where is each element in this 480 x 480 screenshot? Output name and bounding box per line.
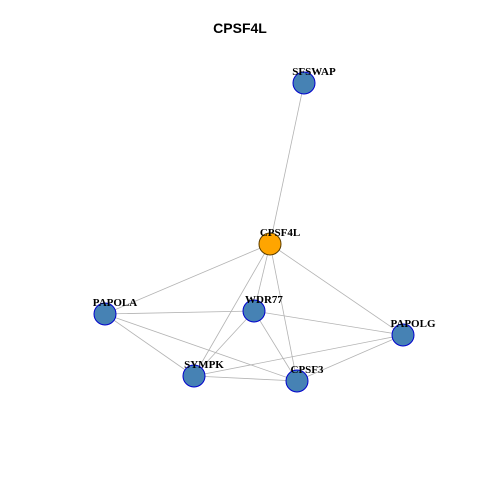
node-label-sympk: SYMPK [184,359,224,371]
edge-cpsf4l-papolg [269,243,404,336]
edge-layer [104,82,404,382]
node-label-cpsf3: CPSF3 [291,364,325,376]
node-layer [93,71,415,393]
edge-wdr77-sympk [193,310,255,377]
node-sfswap [292,71,316,95]
edge-wdr77-papolg [253,310,404,336]
node-cpsf4l [258,232,282,256]
node-wdr77 [242,299,266,323]
node-label-papola: PAPOLA [93,297,137,309]
edge-cpsf4l-sympk [193,243,271,377]
edge-papola-wdr77 [104,310,255,315]
node-sympk [182,364,206,388]
edge-cpsf4l-cpsf3 [269,243,298,382]
edge-papolg-sympk [193,334,404,377]
node-papola [93,302,117,326]
chart-title: CPSF4L [213,20,267,36]
edge-papolg-cpsf3 [296,334,404,382]
node-label-cpsf4l: CPSF4L [260,227,300,239]
node-cpsf3 [285,369,309,393]
edge-wdr77-cpsf3 [253,310,298,382]
node-papolg [391,323,415,347]
edge-cpsf4l-papola [104,243,271,315]
edge-papola-cpsf3 [104,313,298,382]
edge-papola-sympk [104,313,195,377]
node-label-wdr77: WDR77 [245,294,283,306]
node-label-sfswap: SFSWAP [292,66,336,78]
edge-sympk-cpsf3 [193,375,298,382]
edge-sfswap-cpsf4l [269,82,305,245]
node-label-papolg: PAPOLG [390,318,435,330]
